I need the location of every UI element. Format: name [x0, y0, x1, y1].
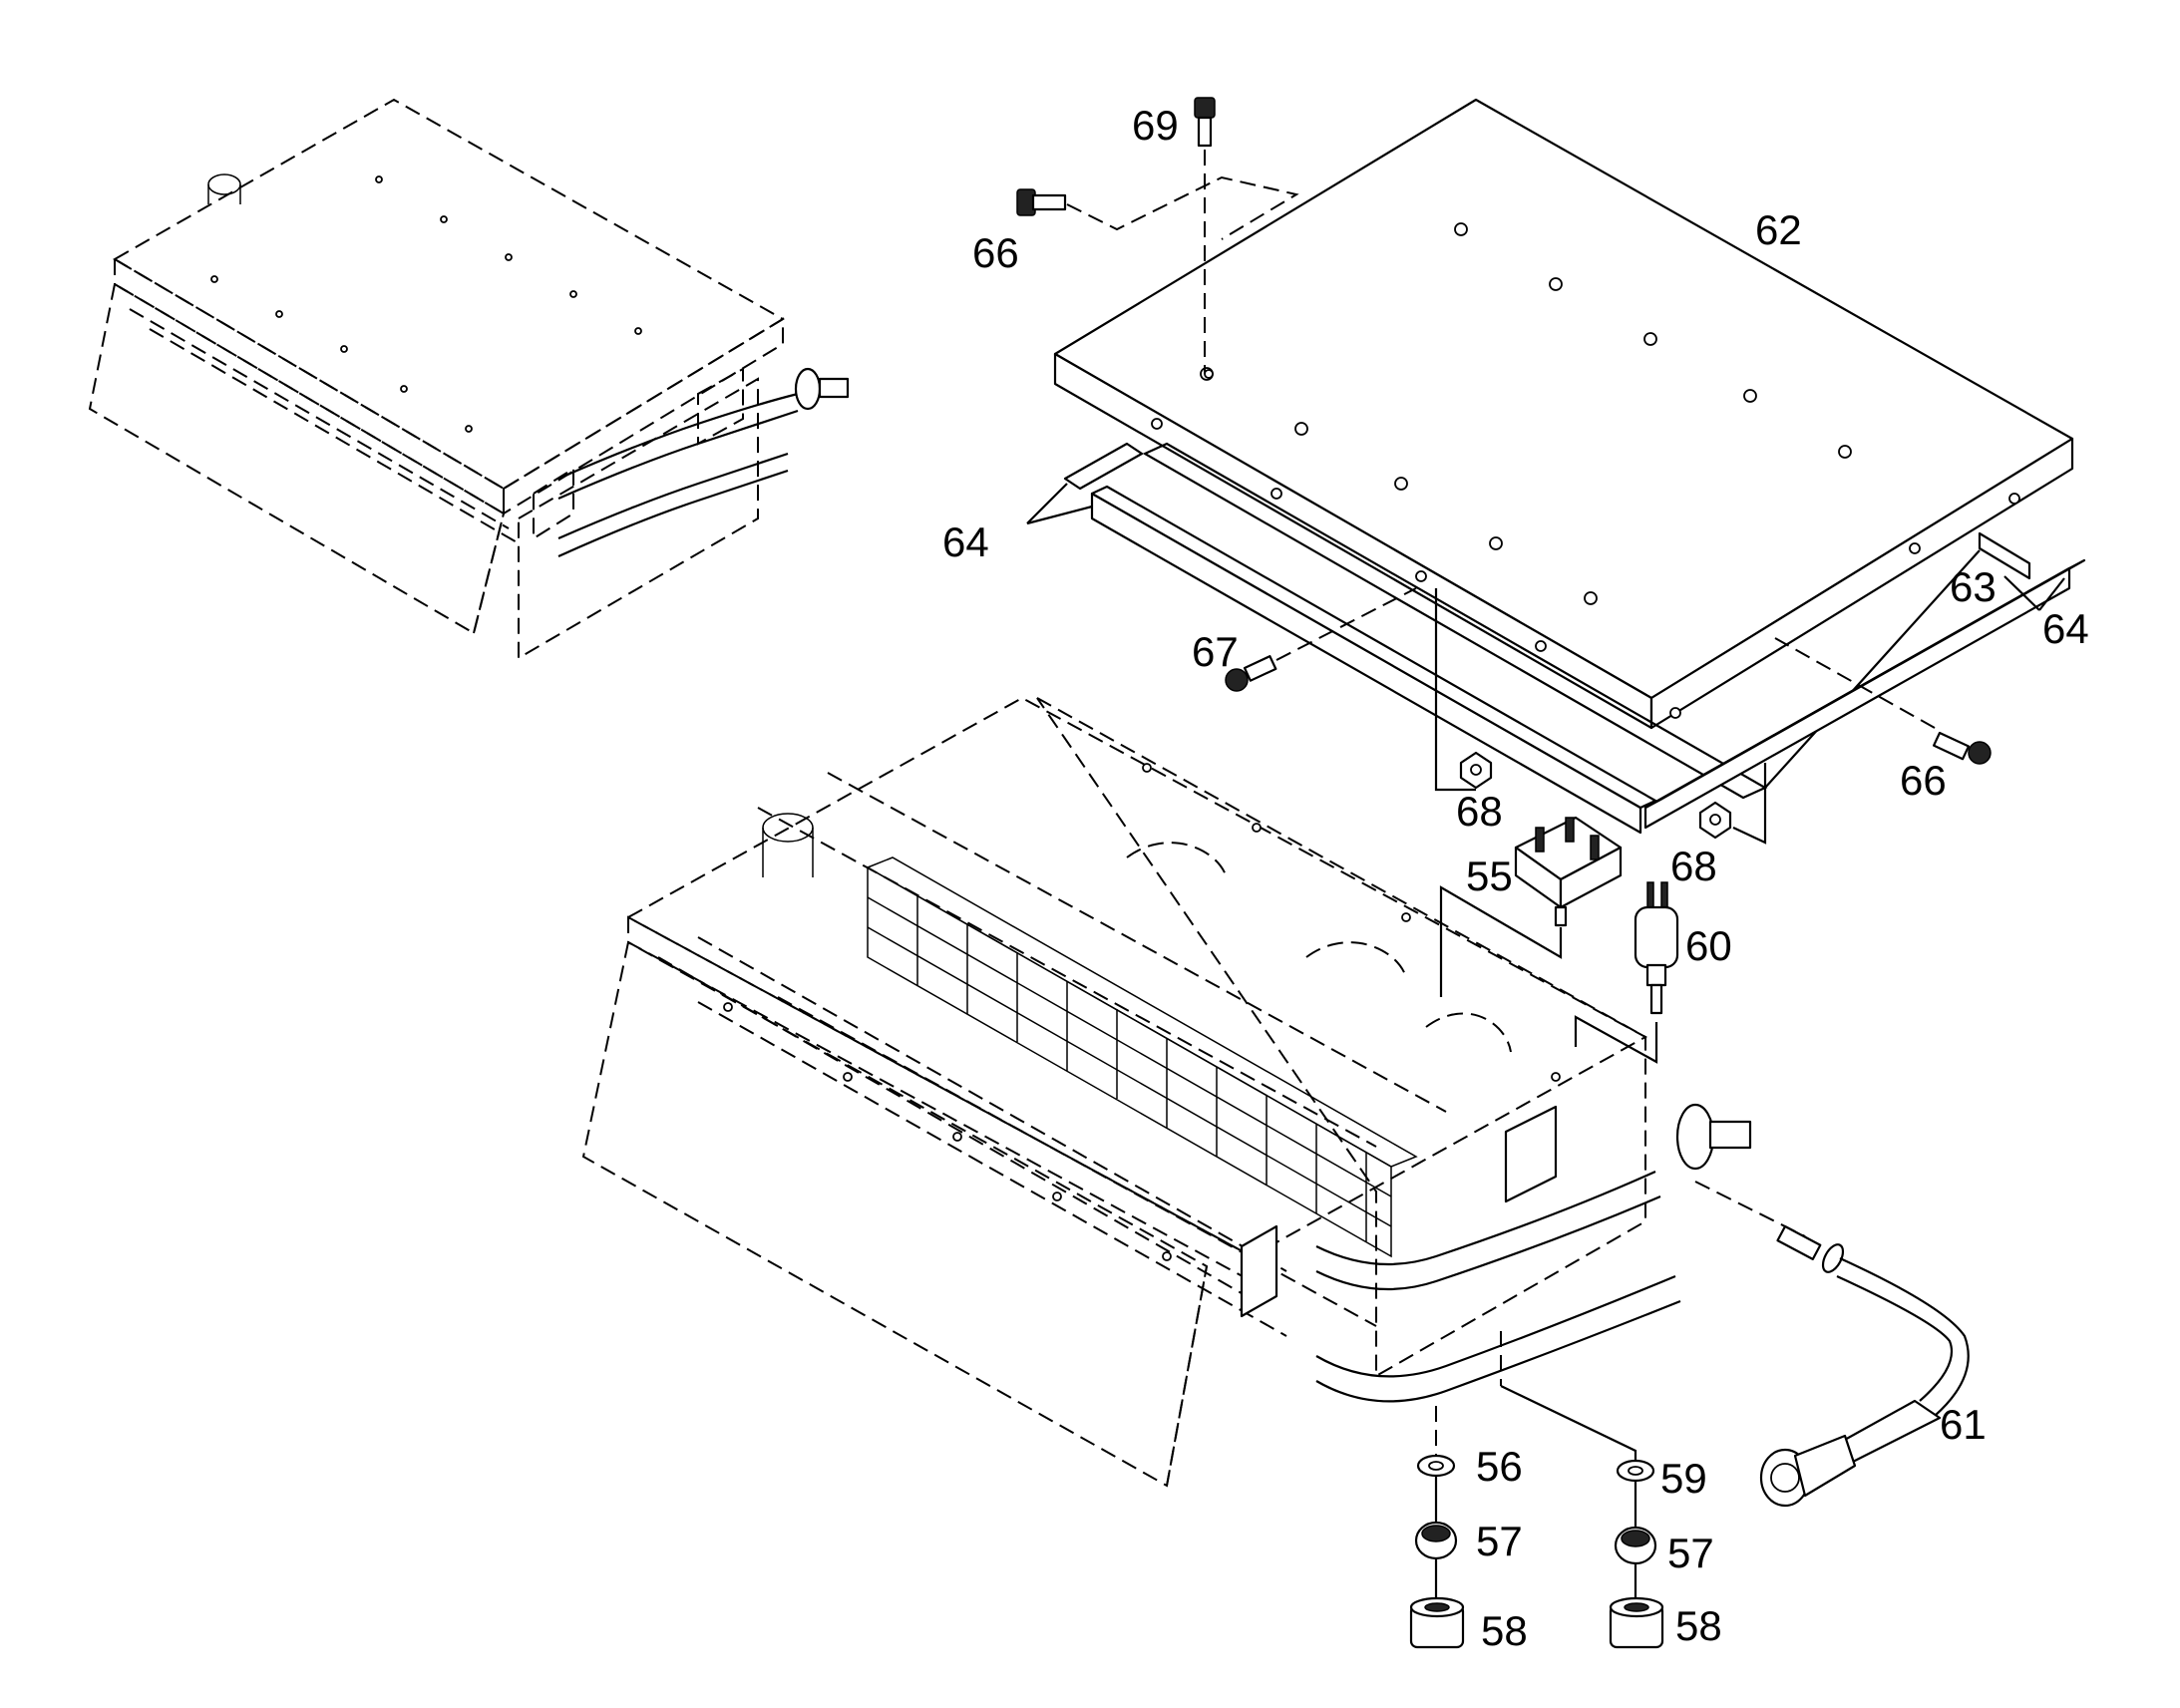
nut-68-left — [1434, 588, 1493, 792]
screw-67 — [1225, 587, 1417, 692]
leader-64c — [2003, 575, 2040, 611]
callout-64-left: 64 — [942, 518, 989, 565]
connector-55 — [1439, 816, 1623, 997]
callout-62: 62 — [1755, 206, 1802, 253]
callout-56: 56 — [1476, 1443, 1523, 1490]
callout-59: 59 — [1660, 1455, 1707, 1502]
assembled-unit-overview — [88, 98, 850, 660]
callout-68-left: 68 — [1456, 788, 1503, 835]
callout-64-right: 64 — [2042, 605, 2089, 652]
rail-right — [1643, 531, 2086, 830]
callout-61: 61 — [1940, 1401, 1987, 1448]
callout-58-right: 58 — [1675, 1602, 1722, 1649]
screw-66-left — [1016, 175, 1299, 240]
rail-left — [1063, 442, 1657, 835]
callout-66-left: 66 — [972, 229, 1019, 276]
connector-60 — [1574, 881, 1679, 1064]
callout-55: 55 — [1466, 853, 1513, 899]
foot-stack-left — [1409, 1406, 1465, 1649]
cable-61 — [1694, 1181, 1970, 1508]
water-tubing — [1240, 1103, 1752, 1403]
cover-plate — [1053, 98, 2074, 730]
callout-63: 63 — [1950, 563, 1997, 610]
heater-grille — [866, 856, 1418, 1258]
foot-stack-right — [1500, 1331, 1664, 1649]
callout-69: 69 — [1132, 102, 1179, 149]
nut-68-right — [1698, 763, 1767, 845]
main-chassis — [581, 696, 1648, 1488]
callout-57-right: 57 — [1667, 1530, 1714, 1576]
callout-66-right: 66 — [1900, 757, 1947, 804]
leader-64b — [1026, 505, 1093, 525]
callout-60: 60 — [1685, 922, 1732, 969]
callout-58-left: 58 — [1481, 1607, 1528, 1654]
callout-68-right: 68 — [1670, 843, 1717, 889]
callout-67: 67 — [1192, 628, 1239, 675]
screw-66-right — [1774, 637, 1992, 765]
leader-64a — [1026, 483, 1068, 524]
callout-57-left: 57 — [1476, 1518, 1523, 1564]
leader-64d — [2038, 577, 2065, 611]
